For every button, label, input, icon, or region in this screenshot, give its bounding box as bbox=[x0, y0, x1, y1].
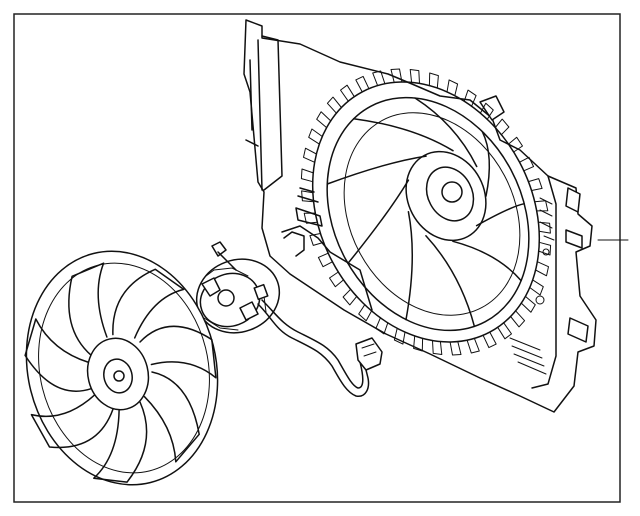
shroud-strut bbox=[414, 97, 478, 168]
ring-tooth bbox=[510, 310, 526, 328]
fan-vane bbox=[139, 325, 217, 379]
shroud-right-ribs bbox=[509, 197, 589, 375]
ring-tooth bbox=[300, 168, 314, 183]
ring-tooth bbox=[482, 331, 497, 349]
shroud-hub-outer bbox=[405, 150, 487, 242]
shroud-mount-slot-2 bbox=[297, 187, 319, 203]
harness-wire-outer bbox=[257, 303, 370, 397]
fan-hub-inner bbox=[103, 358, 133, 394]
shroud-ring-teeth bbox=[300, 68, 552, 356]
fan-hub-outer bbox=[86, 337, 150, 411]
motor-terminal-block-2 bbox=[239, 301, 259, 321]
ring-tooth bbox=[535, 261, 549, 277]
ring-tooth bbox=[413, 335, 424, 352]
shroud-strut bbox=[405, 210, 414, 321]
ring-tooth bbox=[340, 84, 355, 102]
shroud-hub-inner bbox=[425, 166, 475, 222]
shroud-strut bbox=[475, 202, 525, 227]
ring-tooth bbox=[537, 221, 551, 234]
shroud-mount-tab-left bbox=[283, 231, 305, 257]
ring-tooth bbox=[466, 337, 480, 354]
shroud-hub-bore bbox=[441, 181, 463, 203]
shroud-strut bbox=[481, 130, 491, 197]
ring-tooth bbox=[534, 200, 549, 212]
fan-vane bbox=[143, 371, 200, 463]
ring-tooth bbox=[326, 96, 342, 114]
fan-vane bbox=[24, 318, 92, 392]
ring-tooth bbox=[355, 75, 370, 93]
harness-clip bbox=[253, 283, 269, 301]
harness-connector-latch bbox=[361, 343, 377, 357]
fan-blade bbox=[24, 250, 219, 486]
fan-vane bbox=[93, 401, 148, 483]
ring-tooth bbox=[390, 68, 403, 83]
harness-wire-inner bbox=[261, 299, 364, 389]
ring-tooth bbox=[519, 156, 535, 172]
ring-tooth bbox=[309, 233, 325, 246]
shroud-strut bbox=[326, 155, 427, 185]
ring-tooth bbox=[303, 147, 317, 163]
fan-vane bbox=[30, 394, 114, 449]
ring-tooth bbox=[520, 295, 536, 313]
shroud-left-rail bbox=[245, 39, 263, 191]
shroud-ring-inner-2 bbox=[343, 112, 521, 316]
fan-blade-vanes bbox=[24, 262, 217, 483]
ring-tooth bbox=[432, 340, 443, 355]
shroud-ring-inner bbox=[326, 96, 530, 332]
motor-grommet bbox=[211, 241, 227, 257]
ring-tooth bbox=[409, 69, 420, 84]
ring-tooth bbox=[329, 271, 344, 288]
ring-tooth bbox=[494, 118, 510, 136]
ring-tooth bbox=[303, 212, 318, 224]
motor-lead-wire bbox=[217, 251, 237, 271]
ring-tooth bbox=[497, 322, 512, 340]
shroud-struts bbox=[326, 97, 525, 328]
ring-tooth bbox=[449, 341, 462, 356]
ring-tooth bbox=[342, 288, 358, 306]
shroud-strut bbox=[452, 240, 522, 282]
shroud-mount-tab-right bbox=[565, 187, 581, 213]
fan-vane bbox=[68, 262, 108, 357]
ring-tooth bbox=[463, 89, 477, 107]
ring-tooth bbox=[317, 252, 333, 268]
ring-tooth bbox=[479, 102, 494, 120]
ring-tooth bbox=[393, 327, 406, 345]
diagram-frame bbox=[13, 13, 621, 503]
ring-tooth bbox=[301, 190, 315, 203]
shroud-strut bbox=[352, 117, 454, 152]
fan-motor bbox=[195, 241, 281, 334]
motor-terminal-block bbox=[201, 277, 221, 297]
ring-tooth bbox=[529, 279, 544, 296]
wiring-harness bbox=[253, 283, 383, 397]
motor-shaft bbox=[217, 289, 235, 307]
ring-tooth bbox=[375, 317, 389, 335]
ring-tooth bbox=[527, 178, 543, 191]
shroud-upper-ledge bbox=[261, 35, 283, 191]
ring-tooth bbox=[508, 136, 523, 153]
shroud-mount-tab-top bbox=[479, 95, 505, 121]
ring-tooth bbox=[428, 72, 439, 89]
ring-tooth bbox=[446, 79, 459, 97]
ring-tooth bbox=[308, 128, 323, 145]
fan-hub-bore bbox=[113, 370, 125, 382]
ring-tooth bbox=[538, 241, 552, 256]
ring-tooth bbox=[358, 304, 373, 322]
ring-tooth bbox=[372, 70, 386, 87]
fan-shroud bbox=[243, 19, 597, 413]
ring-tooth bbox=[316, 111, 332, 129]
fan-vane bbox=[112, 268, 185, 339]
shroud-right-edge bbox=[531, 175, 557, 389]
shroud-strut bbox=[347, 179, 410, 265]
shroud-strut bbox=[425, 235, 476, 328]
